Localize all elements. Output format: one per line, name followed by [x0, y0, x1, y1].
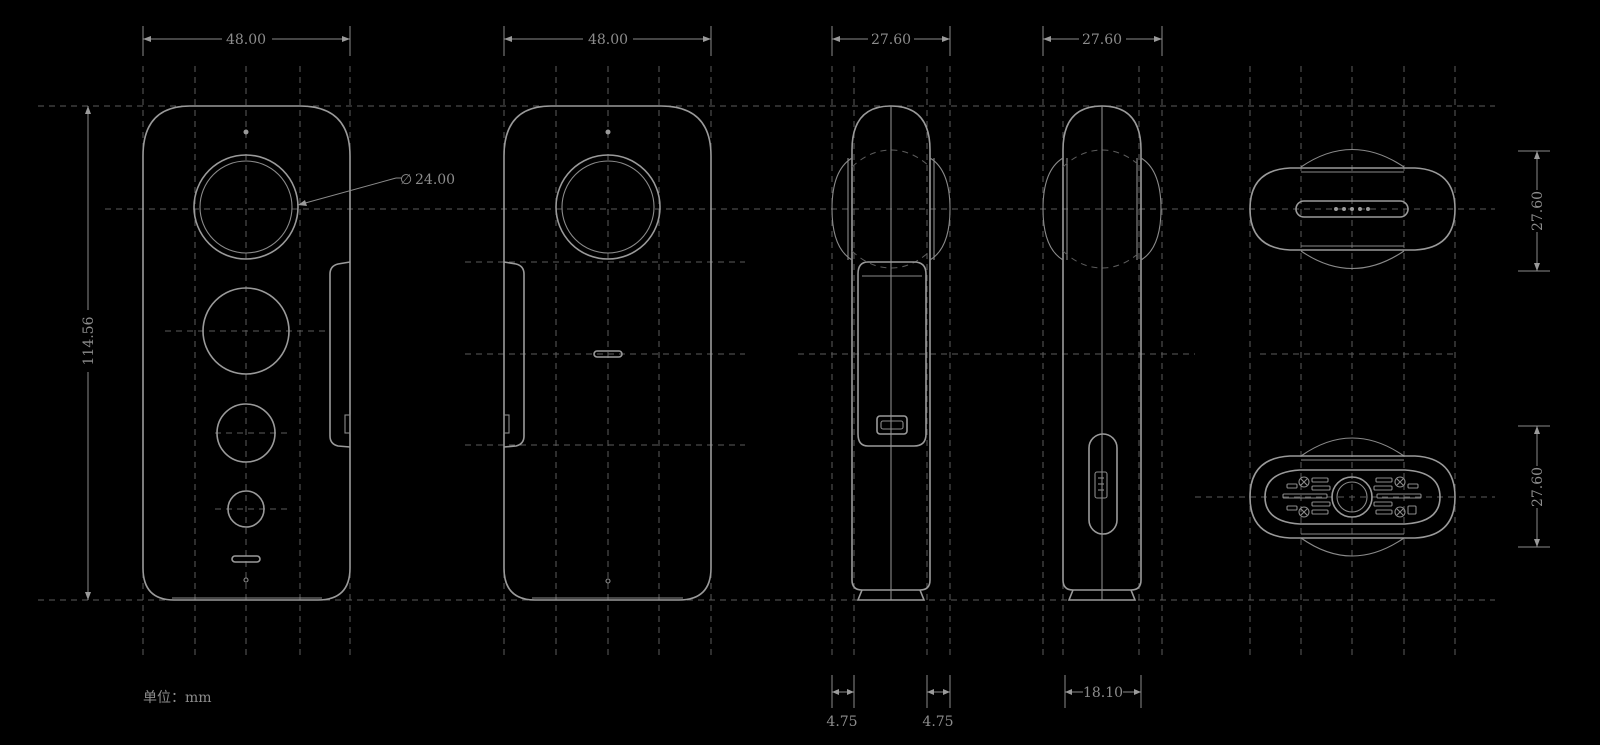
- back-indicator-dot: [605, 578, 611, 584]
- front-microphone-dot: [243, 129, 249, 135]
- height-label: 114.56: [81, 316, 97, 365]
- dimension-height: 114.56: [81, 106, 97, 600]
- lens-offset-right-label: 4.75: [922, 714, 953, 730]
- front-shutter-button: [216, 403, 276, 463]
- port-width-label: 18.10: [1083, 685, 1123, 701]
- top-pogo-pins: [1295, 200, 1409, 218]
- construction-lines: [38, 66, 1495, 656]
- front-lens-inner: [199, 160, 293, 254]
- front-speaker-slot: [231, 555, 261, 563]
- dimension-lens-offset-left: 4.75: [826, 675, 858, 730]
- front-lens-outer: [193, 154, 299, 260]
- front-width-label: 48.00: [226, 32, 266, 48]
- top-depth-label: 27.60: [1530, 191, 1546, 231]
- back-view: [503, 105, 712, 601]
- dimension-lens-offset-right: 4.75: [922, 675, 954, 730]
- back-lens-inner: [561, 160, 655, 254]
- dimension-bottom-depth: 27.60: [1518, 425, 1550, 548]
- dimension-front-width: 48.00: [142, 26, 351, 56]
- front-indicator-dot: [243, 577, 249, 583]
- dimension-back-width: 48.00: [503, 26, 712, 56]
- back-speaker-slot: [593, 350, 623, 358]
- front-screen: [202, 287, 290, 375]
- side-right-width-label: 27.60: [1082, 32, 1122, 48]
- front-power-button: [227, 490, 265, 528]
- front-view: [142, 105, 351, 601]
- lens-diameter-label: 24.00: [415, 172, 455, 188]
- back-lens-outer: [555, 154, 661, 260]
- tripod-screw-hole: [1331, 476, 1373, 518]
- dimension-port-width: 18.10: [1064, 675, 1142, 708]
- lens-diameter-symbol: ∅: [400, 172, 412, 188]
- side-left-width-label: 27.60: [871, 32, 911, 48]
- back-width-label: 48.00: [588, 32, 628, 48]
- dimension-side-right-width: 27.60: [1042, 26, 1163, 56]
- side-view-left: [831, 105, 951, 601]
- dimension-side-left-width: 27.60: [831, 26, 951, 56]
- dimension-lens-diameter: ∅ 24.00: [297, 172, 455, 206]
- lens-offset-left-label: 4.75: [826, 714, 857, 730]
- bottom-depth-label: 27.60: [1530, 467, 1546, 507]
- tripod-mount-plate: [1264, 469, 1441, 525]
- dimension-top-depth: 27.60: [1518, 150, 1550, 272]
- top-view: [1249, 149, 1456, 269]
- side-view-right: [1042, 105, 1162, 601]
- bottom-view: [1249, 437, 1456, 557]
- unit-label: 单位：mm: [143, 690, 212, 706]
- back-microphone-dot: [605, 129, 611, 135]
